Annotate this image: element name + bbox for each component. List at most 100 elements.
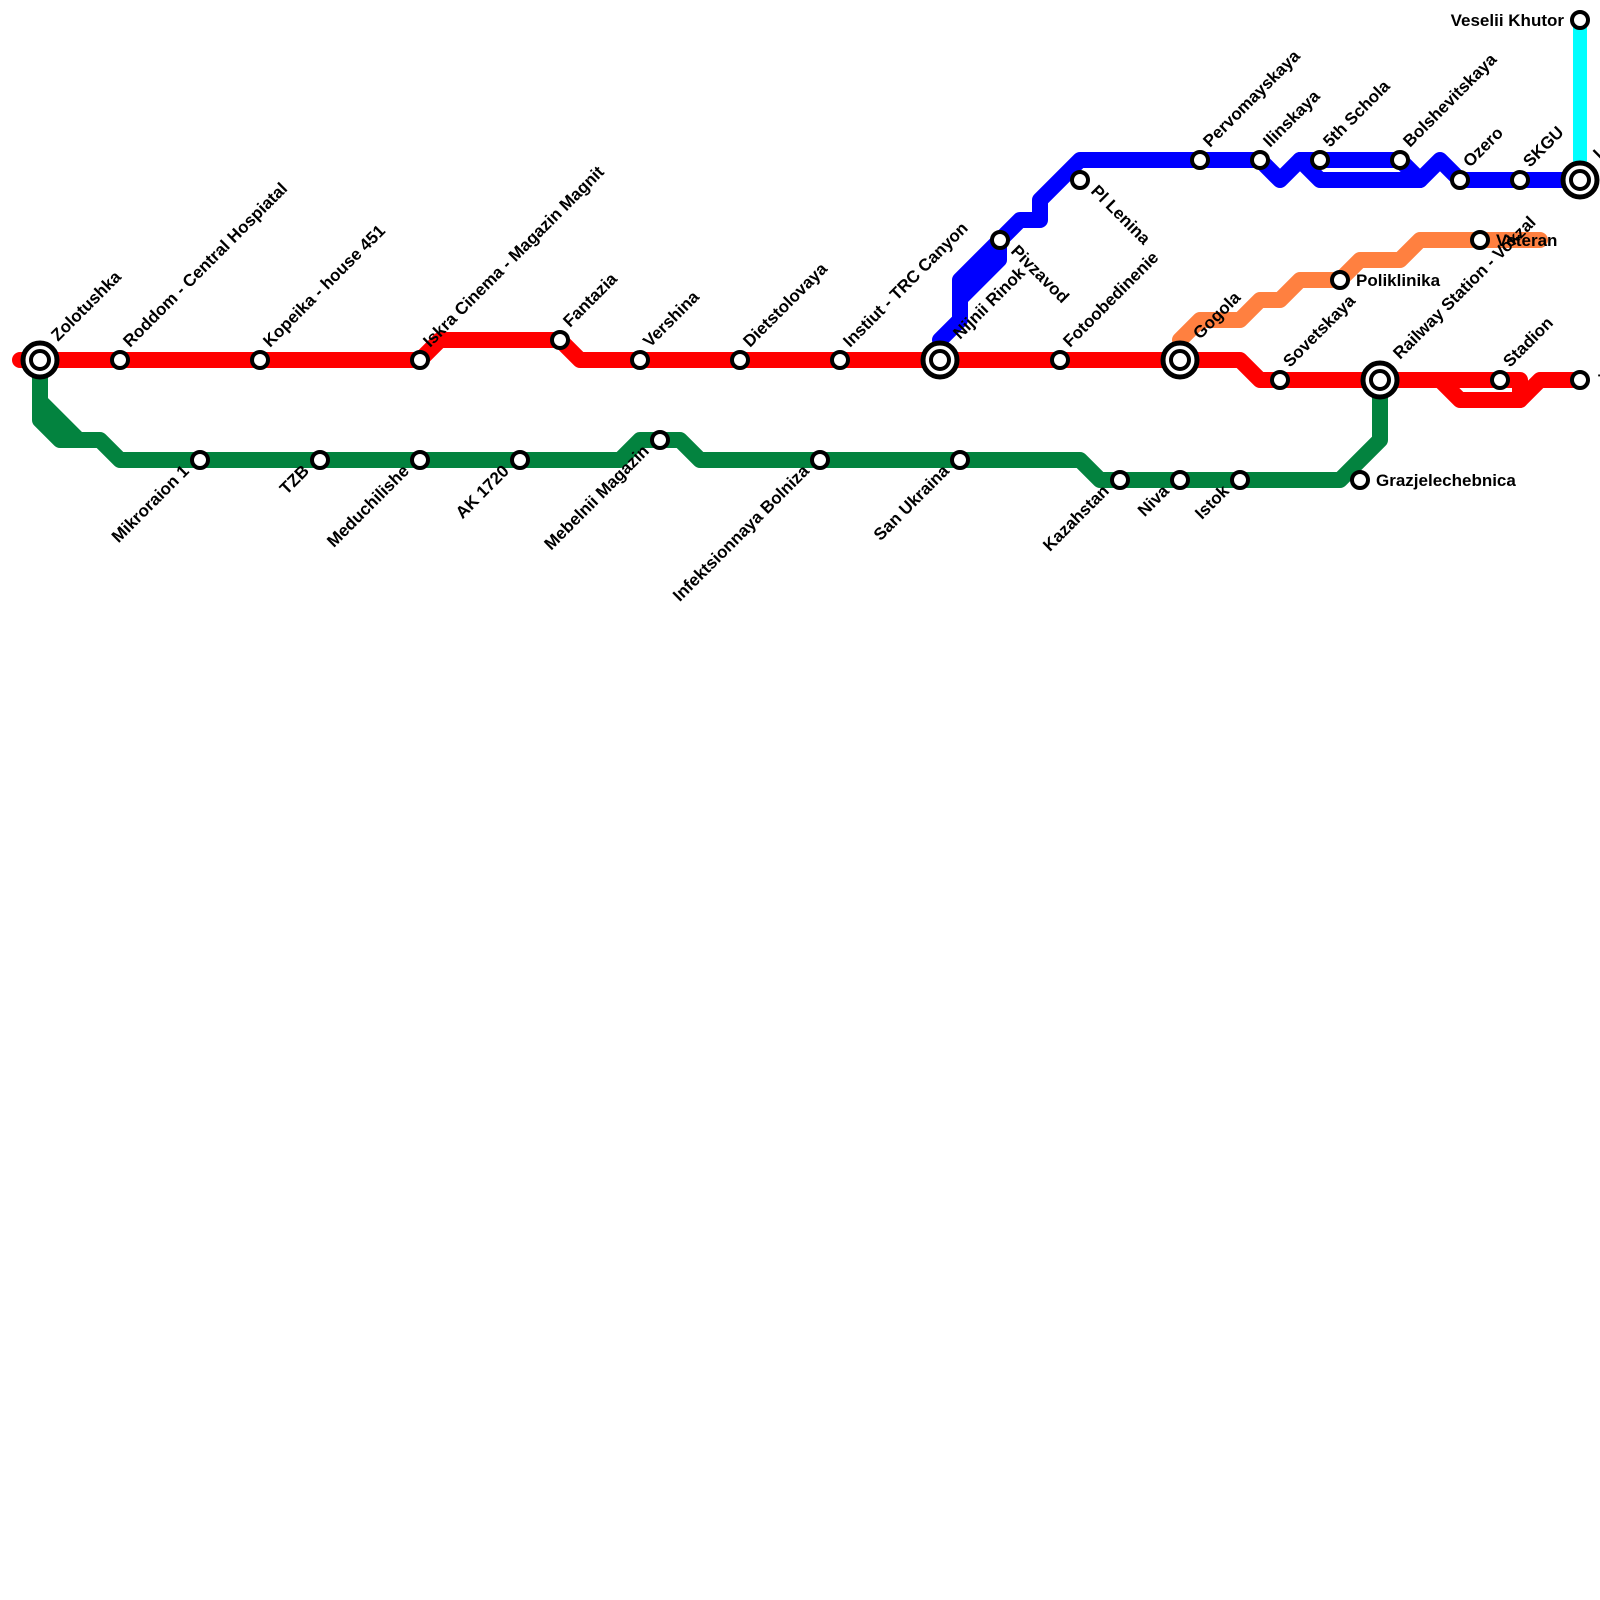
station-ak1720[interactable] — [510, 450, 530, 470]
line-blue — [932, 152, 1588, 348]
station-marker[interactable] — [1570, 370, 1590, 390]
station-fantazia[interactable] — [550, 330, 570, 350]
station-marker[interactable] — [1190, 150, 1210, 170]
interchange-inner-ring — [29, 349, 51, 371]
station-grazjelechebnica[interactable] — [1350, 470, 1370, 490]
station-marker[interactable] — [1270, 370, 1290, 390]
station-marker[interactable] — [1250, 150, 1270, 170]
station-label-infektsionnaya: Infektsionnaya Bolniza — [669, 461, 813, 605]
interchange-inner-ring — [1169, 349, 1191, 371]
station-iskra[interactable] — [410, 350, 430, 370]
station-label-kopeika: Kopeika - house 451 — [259, 221, 389, 351]
stations-layer — [20, 10, 1600, 490]
station-kopeika[interactable] — [250, 350, 270, 370]
station-marker[interactable] — [1450, 170, 1470, 190]
station-infektsionnaya[interactable] — [810, 450, 830, 470]
station-marker[interactable] — [1470, 230, 1490, 250]
station-marker[interactable] — [410, 450, 430, 470]
station-poliklinika[interactable] — [1330, 270, 1350, 290]
station-veselii-khutor[interactable] — [1570, 10, 1590, 30]
station-bolshevitskaya[interactable] — [1390, 150, 1410, 170]
station-marker[interactable] — [410, 350, 430, 370]
station-marker[interactable] — [630, 350, 650, 370]
station-stadion[interactable] — [1490, 370, 1510, 390]
station-label-cut-blue-end: I — [1589, 146, 1600, 163]
interchange-inner-ring — [1369, 369, 1391, 391]
station-niva[interactable] — [1170, 470, 1190, 490]
station-label-stadion: Stadion — [1499, 313, 1557, 371]
station-pervomayskaya[interactable] — [1190, 150, 1210, 170]
station-schola5[interactable] — [1310, 150, 1330, 170]
line-orange-path — [1172, 232, 1548, 348]
station-ozero[interactable] — [1450, 170, 1470, 190]
station-marker[interactable] — [1050, 350, 1070, 370]
station-sovetskaya[interactable] — [1270, 370, 1290, 390]
station-nijnii-rinok[interactable] — [920, 340, 960, 380]
line-blue-path — [932, 152, 1588, 348]
station-label-cut-t: T — [1598, 371, 1600, 390]
station-kazahstan[interactable] — [1110, 470, 1130, 490]
station-roddom[interactable] — [110, 350, 130, 370]
station-marker[interactable] — [1330, 270, 1350, 290]
station-marker[interactable] — [1070, 170, 1090, 190]
station-gogola[interactable] — [1160, 340, 1200, 380]
station-marker[interactable] — [990, 230, 1010, 250]
station-san-ukraina[interactable] — [950, 450, 970, 470]
station-label-zolotushka: Zolotushka — [47, 267, 125, 345]
station-skgu[interactable] — [1510, 170, 1530, 190]
station-marker[interactable] — [250, 350, 270, 370]
station-pivzavod[interactable] — [990, 230, 1010, 250]
station-dietstolovaya[interactable] — [730, 350, 750, 370]
station-mebelnii[interactable] — [650, 430, 670, 450]
station-label-poliklinika: Poliklinika — [1356, 271, 1441, 290]
station-label-fotoobedinenie: Fotoobedinenie — [1059, 248, 1162, 351]
station-vershina[interactable] — [630, 350, 650, 370]
station-label-kazahstan: Kazahstan — [1039, 481, 1113, 555]
station-label-dietstolovaya: Dietstolovaya — [739, 259, 831, 351]
station-mikroraion[interactable] — [190, 450, 210, 470]
station-marker[interactable] — [1310, 150, 1330, 170]
station-tzb[interactable] — [310, 450, 330, 470]
station-marker[interactable] — [1570, 10, 1590, 30]
line-red-path — [12, 332, 1588, 408]
line-green — [32, 352, 1388, 488]
station-marker[interactable] — [1490, 370, 1510, 390]
station-marker[interactable] — [310, 450, 330, 470]
station-label-vershina: Vershina — [639, 287, 703, 351]
station-label-skgu: SKGU — [1519, 123, 1567, 171]
line-red-double-path — [1432, 372, 1528, 408]
station-label-ozero: Ozero — [1459, 123, 1507, 171]
station-cut-t[interactable] — [1570, 370, 1590, 390]
station-marker[interactable] — [1510, 170, 1530, 190]
station-cut-blue-end[interactable] — [1560, 160, 1600, 200]
station-marker[interactable] — [1390, 150, 1410, 170]
station-marker[interactable] — [1350, 470, 1370, 490]
station-pl-lenina[interactable] — [1070, 170, 1090, 190]
station-marker[interactable] — [830, 350, 850, 370]
interchange-inner-ring — [1569, 169, 1591, 191]
station-label-grazjelechebnica: Grazjelechebnica — [1376, 471, 1516, 490]
station-marker[interactable] — [550, 330, 570, 350]
station-veteran[interactable] — [1470, 230, 1490, 250]
station-marker[interactable] — [1110, 470, 1130, 490]
station-label-meduchilishe: Meduchilishe — [323, 461, 413, 551]
station-marker[interactable] — [110, 350, 130, 370]
station-marker[interactable] — [190, 450, 210, 470]
station-marker[interactable] — [1170, 470, 1190, 490]
station-instiut[interactable] — [830, 350, 850, 370]
station-fotoobedinenie[interactable] — [1050, 350, 1070, 370]
station-zolotushka[interactable] — [20, 340, 60, 380]
station-label-roddom: Roddom - Central Hospiatal — [119, 179, 291, 351]
station-label-san-ukraina: San Ukraina — [870, 461, 953, 544]
station-marker[interactable] — [810, 450, 830, 470]
station-marker[interactable] — [510, 450, 530, 470]
station-marker[interactable] — [950, 450, 970, 470]
station-marker[interactable] — [730, 350, 750, 370]
station-railway-station[interactable] — [1360, 360, 1400, 400]
station-marker[interactable] — [650, 430, 670, 450]
station-meduchilishe[interactable] — [410, 450, 430, 470]
station-marker[interactable] — [1230, 470, 1250, 490]
station-istok[interactable] — [1230, 470, 1250, 490]
station-ilinskaya[interactable] — [1250, 150, 1270, 170]
